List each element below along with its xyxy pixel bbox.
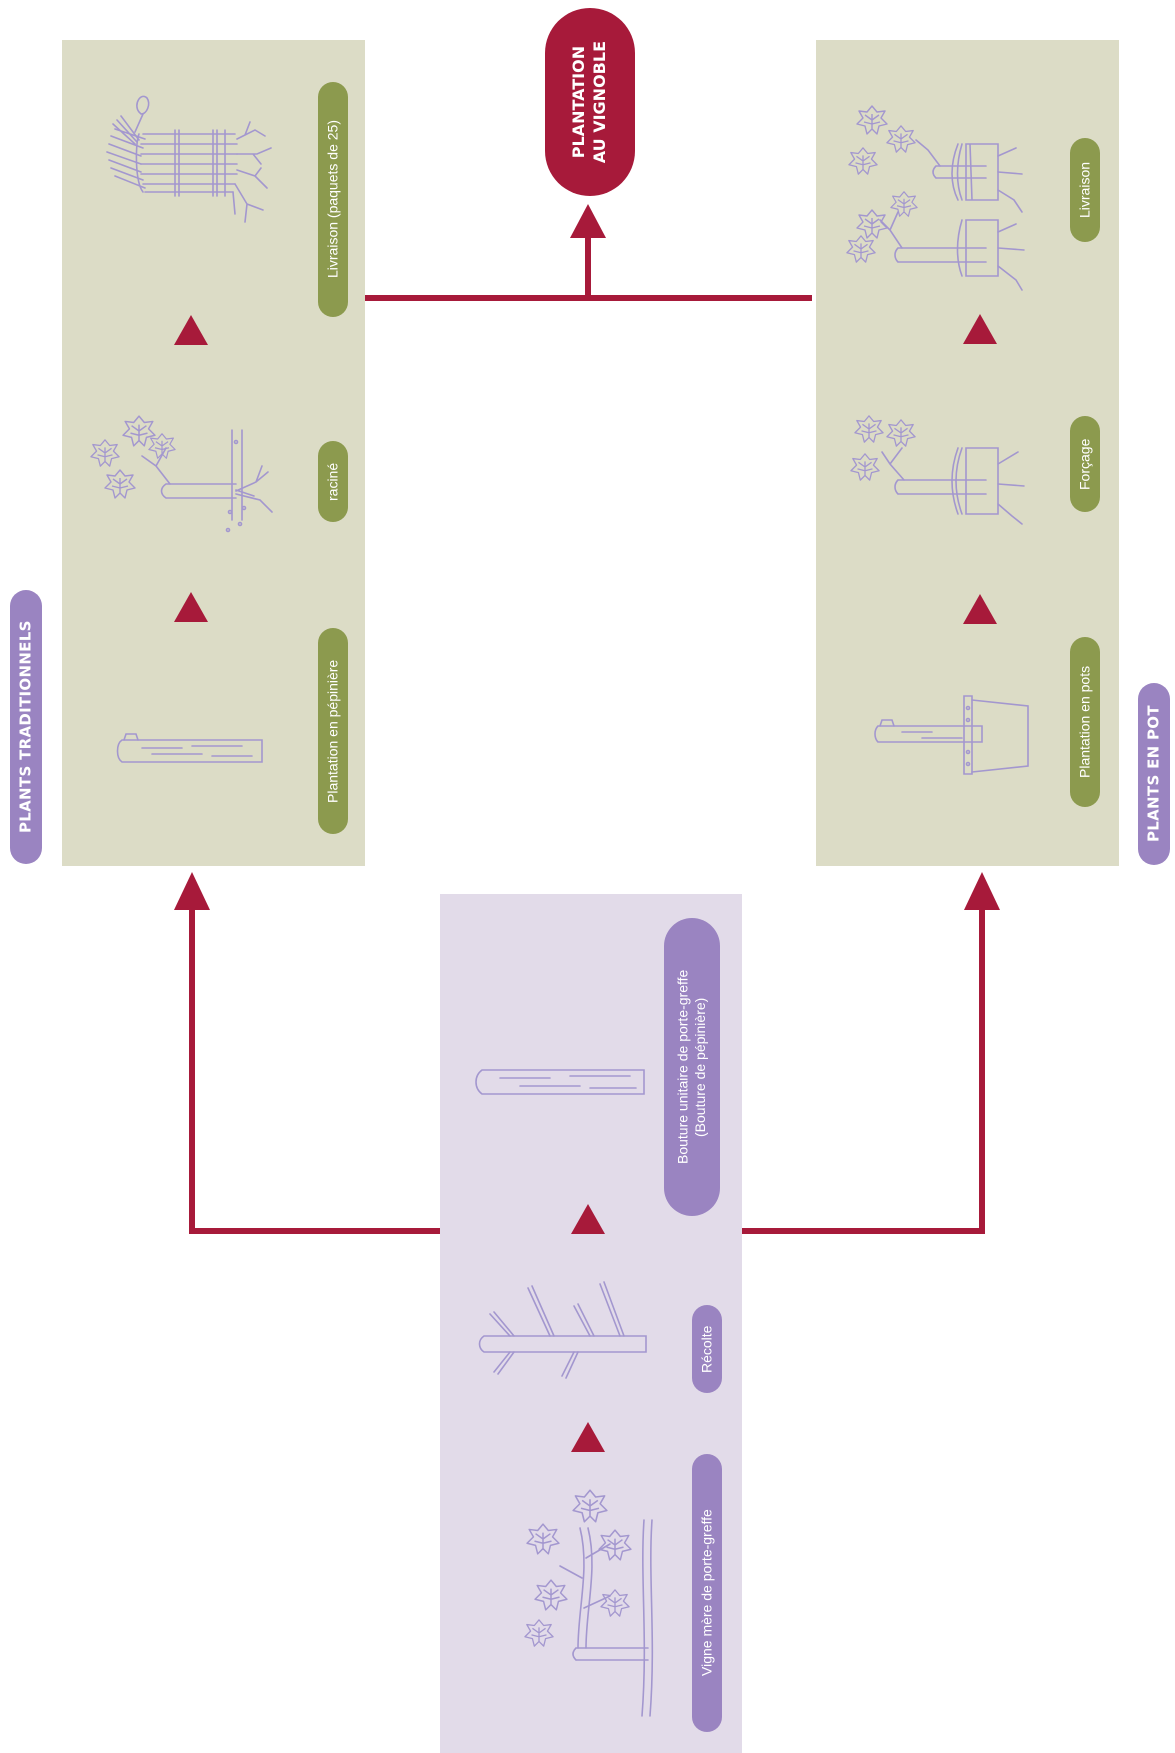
branch-icon: [478, 1281, 647, 1379]
connector-to-plantation: [364, 235, 812, 301]
step-plantation-pots: Plantation en pots: [1070, 637, 1100, 807]
bundle-icon: [106, 95, 272, 223]
arrowhead-traditional: [174, 872, 210, 910]
step-arrow-potted-1: [963, 314, 997, 344]
rooted-vine-icon: [90, 415, 273, 533]
pot-cutting-icon: [874, 695, 1029, 775]
step-arrow-traditional-2: [174, 592, 208, 622]
mother-vine-icon: [524, 1489, 654, 1717]
potted-title: PLANTS EN POT: [1138, 683, 1170, 865]
connector-to-potted: [742, 900, 985, 1234]
step-arrow-potted-2: [963, 594, 997, 624]
step-bouture-unitaire: Bouture unitaire de porte-greffe (Boutur…: [664, 918, 720, 1216]
step-livraison: Livraison: [1070, 138, 1100, 242]
arrowhead-potted: [964, 872, 1000, 910]
connector-to-traditional: [189, 900, 440, 1234]
step-vigne-mere: Vigne mère de porte-greffe: [692, 1454, 722, 1732]
potted-vine-icon: [850, 415, 1025, 525]
plantation-vignoble-node: PLANTATION AU VIGNOBLE: [545, 8, 635, 196]
step-livraison-paquets: Livraison (paquets de 25): [318, 82, 348, 317]
step-forcage: Forçage: [1070, 416, 1100, 512]
step-plantation-pepiniere: Plantation en pépinière: [318, 628, 348, 834]
step-arrow-rootstock-1: [571, 1204, 605, 1234]
cutting-icon: [475, 1069, 645, 1095]
step-arrow-traditional-1: [174, 315, 208, 345]
arrowhead-plantation: [570, 204, 606, 238]
plantation-vignoble-label: PLANTATION AU VIGNOBLE: [569, 40, 609, 164]
cutting-icon: [116, 733, 263, 763]
traditional-title: PLANTS TRADITIONNELS: [10, 590, 42, 864]
step-racine: raciné: [318, 441, 348, 522]
step-arrow-rootstock-2: [571, 1422, 605, 1452]
potted-pair-icon: [846, 105, 1025, 291]
step-recolte: Récolte: [692, 1305, 722, 1393]
